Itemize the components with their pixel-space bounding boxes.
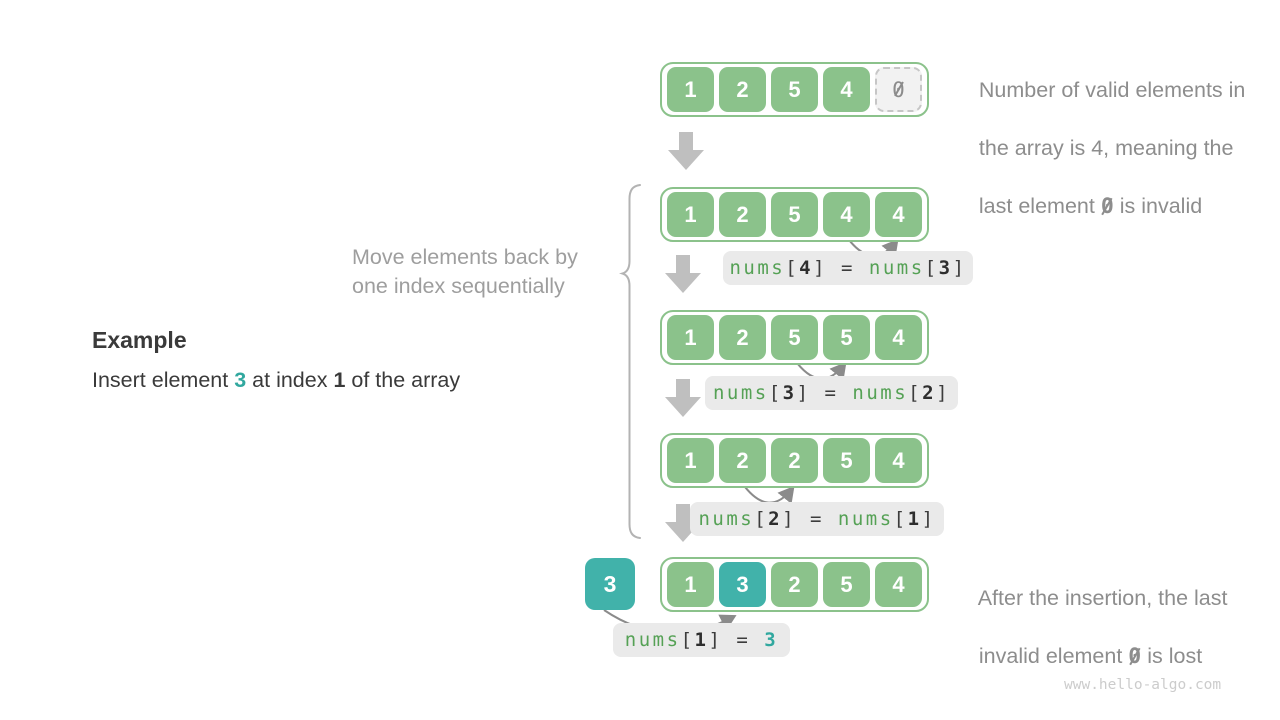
text-segment: invalid element: [978, 644, 1129, 668]
text-segment: =: [827, 257, 869, 279]
array-cell: 4: [875, 562, 922, 607]
note-line: After the insertion, the last: [977, 586, 1228, 610]
text-segment: ]: [921, 508, 936, 530]
slashed-zero: 0: [892, 77, 905, 102]
text-segment: [: [893, 508, 908, 530]
text-segment: nums: [624, 629, 681, 651]
text-segment: [: [680, 629, 695, 651]
text-segment: ]: [796, 382, 811, 404]
text-segment: 3: [764, 629, 779, 651]
text-segment: ]: [952, 257, 967, 279]
array-cell: 4: [875, 438, 922, 483]
text-segment: nums: [837, 508, 894, 530]
array-cell: 5: [823, 562, 870, 607]
text-segment: nums: [852, 382, 909, 404]
array-cell: 2: [771, 562, 818, 607]
text-segment: 1: [694, 629, 709, 651]
array-cell: 1: [667, 67, 714, 112]
example-title: Example: [92, 327, 187, 353]
text-segment: [: [768, 382, 783, 404]
text-segment: ]: [708, 629, 723, 651]
text-segment: 0: [1100, 194, 1114, 219]
text-segment: [: [785, 257, 800, 279]
array-cell: 1: [667, 192, 714, 237]
array-cell-invalid: 0: [875, 67, 922, 112]
text-segment: is lost: [1141, 644, 1203, 668]
array-cell: 2: [719, 67, 766, 112]
flow-arrow-down-3: [665, 379, 701, 417]
text-segment: nums: [868, 257, 925, 279]
array-cell: 1: [667, 315, 714, 360]
text-segment: is invalid: [1113, 194, 1203, 218]
note-line: Move elements back by: [352, 245, 578, 269]
text-segment: 2: [922, 382, 937, 404]
text-segment: at index: [246, 368, 334, 392]
text-segment: =: [810, 382, 853, 404]
text-segment: 1: [333, 368, 346, 392]
text-segment: ]: [782, 508, 797, 530]
array-cell: 2: [771, 438, 818, 483]
text-segment: 2: [768, 508, 783, 530]
text-segment: nums: [698, 508, 755, 530]
assignment-label-2: nums[3] = nums[2]: [705, 376, 958, 410]
array-cell: 5: [771, 192, 818, 237]
note-line: invalid element 0 is lost: [978, 644, 1203, 669]
array-cell: 5: [771, 67, 818, 112]
text-segment: =: [722, 629, 765, 651]
watermark: www.hello-algo.com: [1064, 677, 1222, 693]
array-cell: 5: [823, 315, 870, 360]
text-segment: ]: [813, 257, 828, 279]
text-segment: 0: [1128, 644, 1142, 669]
text-segment: nums: [712, 382, 769, 404]
text-segment: Insert element: [92, 368, 235, 392]
text-segment: 3: [938, 257, 953, 279]
array-cell: 2: [719, 438, 766, 483]
note-line: last element 0 is invalid: [978, 194, 1203, 219]
text-segment: 4: [799, 257, 814, 279]
flow-arrow-down-1: [668, 132, 704, 170]
text-segment: [: [754, 508, 769, 530]
array-cell: 4: [823, 67, 870, 112]
array-cell: 1: [667, 438, 714, 483]
array-cell: 5: [771, 315, 818, 360]
text-segment: [: [924, 257, 939, 279]
text-segment: last element: [978, 194, 1101, 218]
text-segment: 3: [234, 368, 247, 392]
array-cell: 4: [875, 315, 922, 360]
note-after-insertion: After the insertion, the last invalid el…: [955, 555, 1228, 700]
assignment-label-3: nums[2] = nums[1]: [690, 502, 944, 536]
array-cell: 2: [719, 315, 766, 360]
assignment-label-1: nums[4] = nums[3]: [723, 251, 973, 285]
note-move-elements: Move elements back by one index sequenti…: [352, 243, 578, 301]
array-cell: 2: [719, 192, 766, 237]
text-segment: 3: [782, 382, 797, 404]
note-line: the array is 4, meaning the: [978, 136, 1234, 160]
text-segment: ]: [936, 382, 951, 404]
brace: [619, 184, 641, 539]
text-segment: of the array: [345, 368, 461, 392]
text-segment: 1: [907, 508, 922, 530]
text-segment: nums: [729, 257, 786, 279]
flow-arrow-down-2: [665, 255, 701, 293]
note-line: Number of valid elements in: [978, 78, 1246, 102]
note-invalid-element: Number of valid elements in the array is…: [955, 47, 1245, 250]
example-description: Insert element 3 at index 1 of the array: [92, 368, 460, 393]
inserted-element: 3: [585, 558, 635, 610]
text-segment: [: [908, 382, 923, 404]
array-cell: 1: [667, 562, 714, 607]
array-cell: 4: [875, 192, 922, 237]
array-cell: 3: [719, 562, 766, 607]
assignment-label-4: nums[1] = 3: [613, 623, 790, 657]
text-segment: =: [796, 508, 838, 530]
array-cell: 5: [823, 438, 870, 483]
array-cell: 4: [823, 192, 870, 237]
note-line: one index sequentially: [352, 274, 565, 298]
